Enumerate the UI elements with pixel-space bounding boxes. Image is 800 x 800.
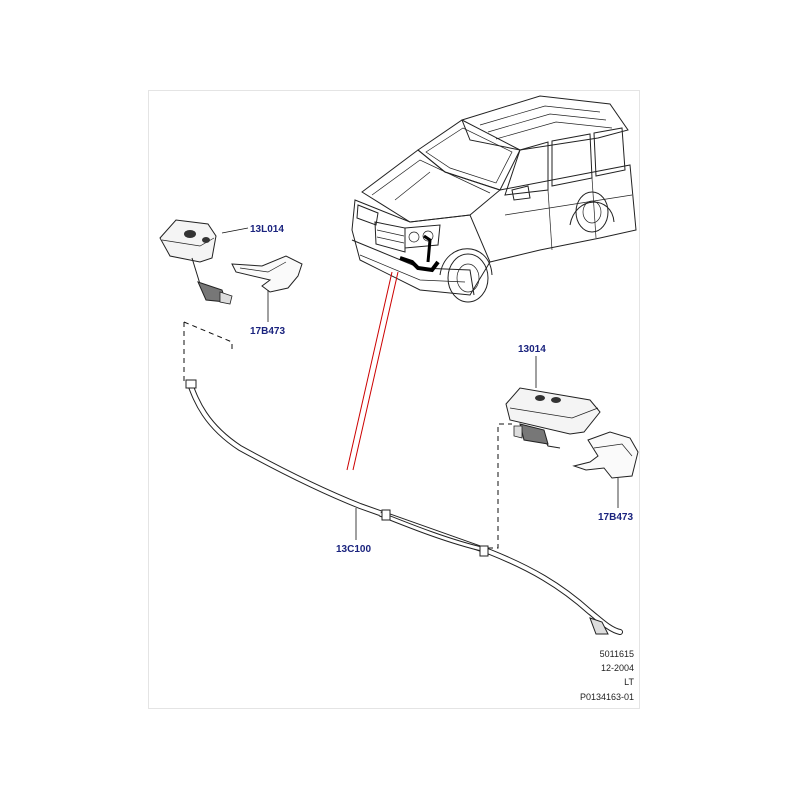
- connector-right: [488, 423, 512, 549]
- drawing-number: 5011615: [599, 649, 634, 659]
- washer-jet-right: [505, 387, 601, 449]
- callout-clip-left: 17B473: [250, 326, 285, 337]
- washer-hose: [185, 379, 623, 635]
- location-lines: [346, 271, 399, 471]
- washer-jet-left: [159, 219, 233, 305]
- callout-hose: 13C100: [336, 544, 371, 555]
- vehicle-illustration: [351, 95, 637, 303]
- illustration-reference: P0134163-01: [579, 692, 634, 702]
- callout-clip-right: 17B473: [598, 512, 633, 523]
- callout-jet-right: 13014: [518, 344, 546, 355]
- callout-jet-left: 13L014: [250, 224, 284, 235]
- drawing-code: LT: [624, 677, 634, 687]
- connector-left: [183, 321, 233, 384]
- clip-left: [231, 255, 303, 293]
- drawing-date: 12-2004: [600, 663, 634, 673]
- clip-right: [572, 431, 639, 479]
